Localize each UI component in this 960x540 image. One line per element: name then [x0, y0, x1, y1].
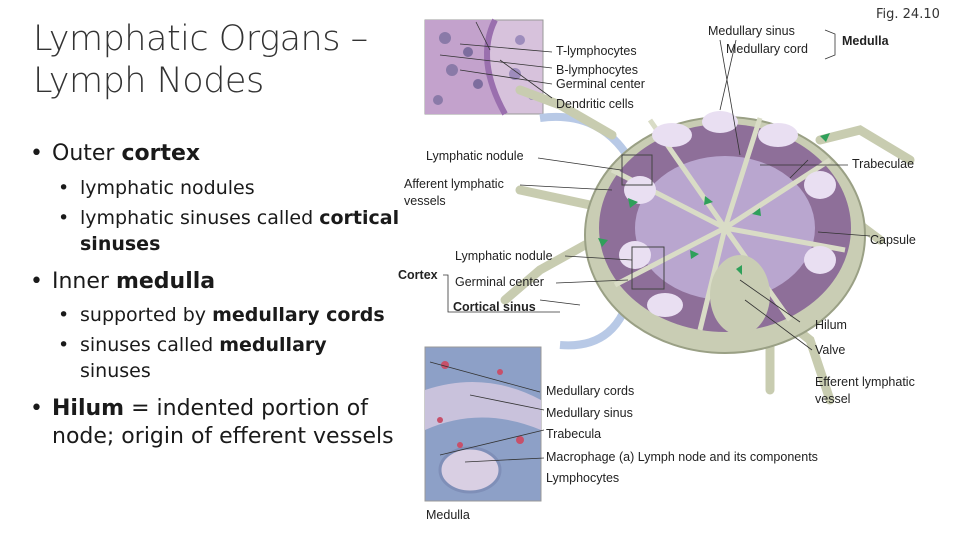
bullet-bold: medullary	[219, 334, 327, 356]
bullet-bold: Hilum	[52, 396, 125, 421]
label-medullary-cords-bottom: Medullary cords	[546, 384, 635, 398]
label-capsule: Capsule	[870, 233, 916, 247]
bullet-text: Inner	[52, 269, 116, 294]
medulla-inset-image	[424, 346, 542, 502]
label-medulla-top: Medulla	[842, 34, 889, 48]
label-lymphocytes: Lymphocytes	[546, 471, 620, 485]
label-valve: Valve	[815, 343, 846, 357]
label-efferent-1: Efferent lymphatic	[815, 375, 915, 389]
label-afferent-1: Afferent lymphatic	[404, 177, 504, 191]
label-hilum: Hilum	[815, 318, 847, 332]
bullet-bold: cortex	[121, 141, 201, 166]
label-leader-lines	[429, 21, 871, 463]
bullet-bold: medullary cords	[212, 304, 385, 326]
bullet-cortex-nodules: •lymphatic nodules	[58, 177, 255, 199]
label-medulla-bottom: Medulla	[426, 508, 470, 522]
bullet-text: lymphatic nodules	[80, 177, 255, 199]
title-line-1: Lymphatic Organs –	[33, 19, 368, 59]
label-medullary-sinus-bottom: Medullary sinus	[546, 406, 633, 420]
label-cortex: Cortex	[398, 268, 438, 282]
label-afferent-2: vessels	[404, 194, 446, 208]
bullet-text: = indented portion of	[124, 396, 368, 421]
cortex-highlight-box	[621, 154, 653, 186]
label-cortical-sinus: Cortical sinus	[453, 300, 536, 314]
bullet-text: sinuses	[80, 360, 151, 382]
label-dendritic-cells: Dendritic cells	[556, 97, 634, 111]
bullet-medullary-cords: •supported by medullary cords	[58, 304, 385, 326]
label-medullary-cord-top: Medullary cord	[726, 42, 808, 56]
figure-number: Fig. 24.10	[876, 7, 940, 22]
lymph-node-body	[584, 111, 866, 354]
bullet-text: supported by	[80, 304, 213, 326]
bullet-text: lymphatic sinuses called	[80, 207, 320, 229]
bullet-bold: sinuses	[80, 233, 161, 255]
label-germinal-center-top: Germinal center	[556, 77, 645, 91]
label-b-lymphocytes: B-lymphocytes	[556, 63, 638, 77]
label-medullary-sinus-top: Medullary sinus	[708, 24, 795, 38]
label-germinal-center-mid: Germinal center	[455, 275, 544, 289]
bullet-bold: cortical	[319, 207, 400, 229]
bullet-text: node; origin of efferent vessels	[52, 424, 394, 449]
bullet-cortex: •Outer cortex	[30, 141, 201, 166]
label-efferent-2: vessel	[815, 392, 851, 406]
label-t-lymphocytes: T-lymphocytes	[556, 44, 637, 58]
label-trabecula: Trabecula	[546, 427, 602, 441]
lymph-flow-arrows	[598, 133, 830, 275]
label-lymphatic-nodule-top: Lymphatic nodule	[426, 149, 524, 163]
medulla-highlight-box	[631, 246, 665, 290]
label-trabeculae: Trabeculae	[852, 157, 915, 171]
bullet-bold: medulla	[115, 269, 216, 294]
slide-title: Lymphatic Organs – Lymph Nodes	[33, 18, 413, 102]
label-macrophage-caption: Macrophage (a) Lymph node and its compon…	[546, 450, 818, 464]
title-line-2: Lymph Nodes	[33, 61, 264, 101]
bullet-text: sinuses called	[80, 334, 220, 356]
bullet-text: Outer	[52, 141, 122, 166]
label-lymphatic-nodule-mid: Lymphatic nodule	[455, 249, 553, 263]
bullet-medulla: •Inner medulla	[30, 269, 216, 294]
cortex-inset-image	[424, 18, 544, 116]
